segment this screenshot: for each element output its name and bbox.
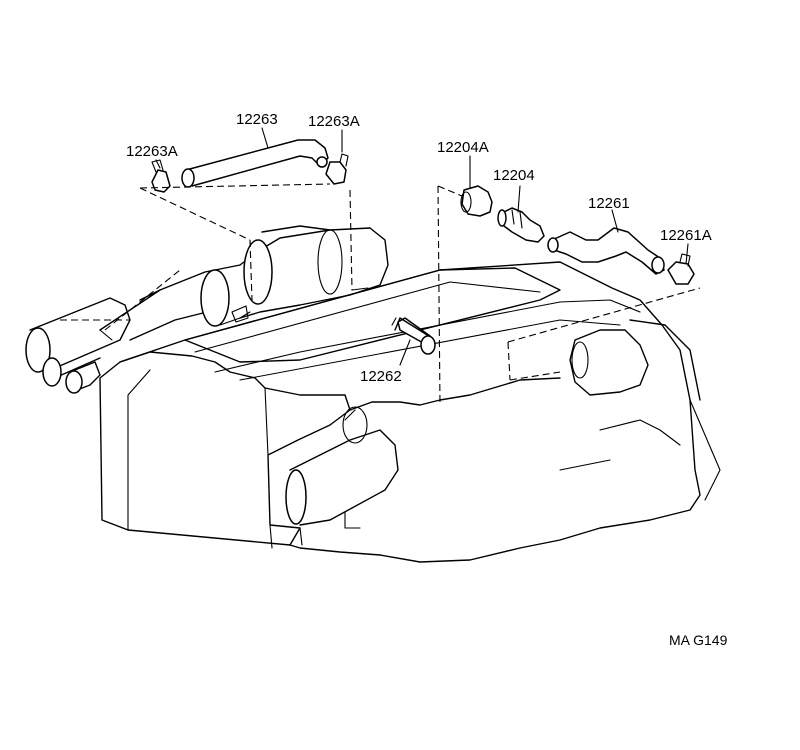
hose-12263 [185, 139, 329, 187]
clamp-12263A-left [151, 169, 171, 193]
engine-block [99, 261, 721, 563]
pcv-valve-assembly [460, 155, 545, 243]
clamp-12263A-right [325, 161, 347, 185]
label-12204A: 12204A [437, 139, 489, 156]
engine-front-face [99, 351, 351, 546]
label-12263A-right: 12263A [308, 113, 360, 130]
label-12261: 12261 [588, 195, 630, 212]
figure-code: MA G149 [669, 632, 728, 648]
label-12204: 12204 [493, 167, 535, 184]
hose-12263-assembly [151, 127, 349, 193]
label-12263: 12263 [236, 111, 278, 128]
hose-12262 [391, 317, 436, 366]
label-12261A: 12261A [660, 227, 712, 244]
cylinder-head [119, 261, 701, 563]
label-12263A-left: 12263A [126, 143, 178, 160]
guide-lines [60, 183, 701, 406]
part-labels: 12263 12263A 12263A 12204A 12204 12261 1… [126, 111, 728, 648]
clamp-12261A [667, 261, 695, 285]
label-12262: 12262 [360, 368, 402, 385]
hose-12261-assembly [547, 209, 695, 285]
intake-pipes [25, 225, 389, 394]
